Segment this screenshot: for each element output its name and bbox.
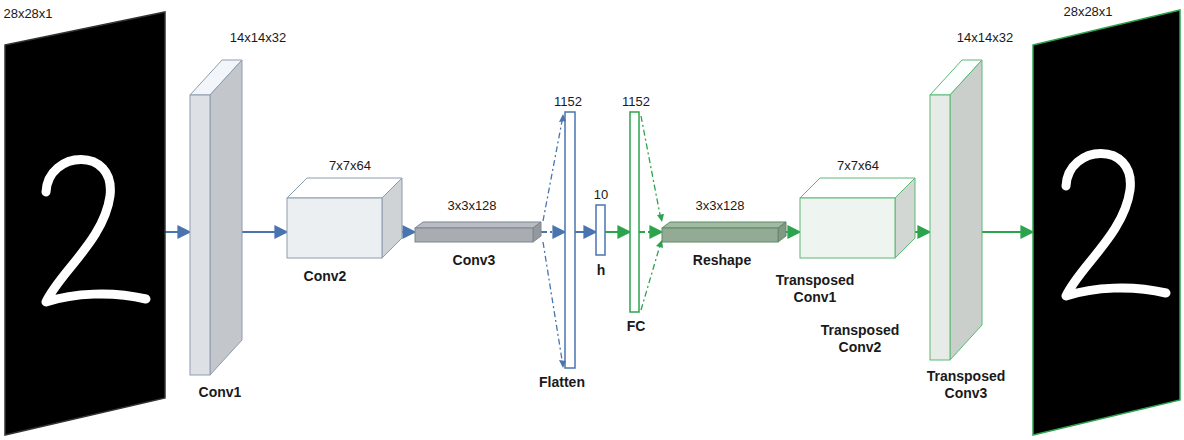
dimension-label: 14x14x32 — [957, 30, 1013, 46]
feature-map: 7x7x64Conv2 — [287, 178, 402, 258]
fan-arrowhead — [657, 214, 664, 222]
flow-arrow — [165, 231, 190, 233]
node-outline — [190, 60, 242, 375]
feature-map: 14x14x32Conv1 — [190, 60, 242, 375]
layer-name: Conv3 — [453, 252, 496, 269]
box-front-face — [800, 198, 895, 258]
fan-line — [641, 116, 661, 220]
layer-name: FC — [627, 318, 646, 335]
vector-bar — [596, 205, 605, 255]
fan-line — [543, 242, 563, 366]
feature-map: 3x3x128Reshape — [662, 222, 786, 242]
image-plane — [5, 12, 165, 435]
latent-vector: 10h — [596, 205, 605, 255]
node-outline — [415, 222, 541, 242]
layer-name: h — [597, 262, 606, 279]
box-side-face — [382, 178, 402, 258]
node-outline — [1033, 10, 1180, 435]
dimension-label: 1152 — [622, 94, 650, 110]
box-top-face — [662, 222, 786, 228]
output-image: 28x28x1 — [1033, 10, 1180, 435]
box-front-face — [930, 95, 950, 360]
node-outline — [5, 12, 165, 435]
node-outline — [662, 222, 786, 242]
vector-bar — [565, 112, 575, 368]
fan-line — [543, 116, 563, 221]
dimension-label: 28x28x1 — [3, 6, 52, 22]
flow-arrow — [786, 231, 800, 233]
box-front-face — [190, 95, 210, 375]
node-outline — [800, 178, 915, 258]
dimension-label: 3x3x128 — [695, 198, 744, 214]
layer-name: Transposed Conv2 — [808, 322, 912, 356]
flow-arrow — [541, 231, 565, 233]
flow-arrow — [605, 231, 630, 233]
box-top-face — [415, 222, 541, 228]
fan-arrowhead — [559, 114, 566, 122]
dimension-label: 10 — [594, 187, 608, 203]
layer-name: Conv1 — [199, 384, 242, 401]
dimension-label: 28x28x1 — [1063, 4, 1112, 20]
flow-arrow — [575, 231, 596, 233]
dimension-label: 1152 — [554, 94, 582, 110]
output-digit — [1066, 154, 1166, 297]
flatten-vector: 1152Flatten — [565, 112, 575, 368]
flow-arrow — [402, 231, 415, 233]
input-image: 28x28x1 — [5, 12, 165, 435]
flow-arrow — [242, 231, 287, 233]
image-plane — [1033, 10, 1180, 435]
layer-name: Flatten — [539, 374, 585, 391]
flow-arrow — [982, 231, 1033, 233]
fan-line — [641, 242, 661, 310]
dimension-label: 3x3x128 — [447, 198, 496, 214]
box-front-face — [287, 198, 382, 258]
node-outline — [630, 112, 639, 312]
box-side-face — [895, 178, 915, 258]
feature-map: 14x14x32Transposed Conv3 — [930, 60, 982, 360]
node-outline — [565, 112, 575, 368]
layer-name: Conv2 — [304, 268, 347, 285]
node-outline — [930, 60, 982, 360]
flow-arrow — [915, 231, 930, 233]
fc-vector: 1152FC — [630, 112, 639, 312]
fan-arrowhead — [656, 240, 663, 248]
box-side-face — [533, 222, 541, 242]
box-side-face — [950, 60, 982, 360]
dimension-label: 14x14x32 — [230, 30, 286, 46]
box-side-face — [778, 222, 786, 242]
layer-name: Reshape — [693, 252, 751, 269]
dimension-label: 7x7x64 — [837, 158, 879, 174]
feature-map: 7x7x64Transposed Conv1 — [800, 178, 915, 258]
node-outline — [287, 178, 402, 258]
vector-bar — [630, 112, 639, 312]
feature-map: 3x3x128Conv3 — [415, 222, 541, 242]
box-front-face — [662, 228, 778, 242]
box-side-face — [210, 60, 242, 375]
layer-name: Transposed Conv1 — [763, 272, 867, 306]
dimension-label: 7x7x64 — [329, 158, 371, 174]
fan-arrowhead — [559, 360, 566, 368]
box-front-face — [415, 228, 533, 242]
node-outline — [596, 205, 605, 255]
flow-arrow — [639, 231, 662, 233]
layer-name: Transposed Conv3 — [914, 368, 1018, 402]
input-digit — [46, 160, 146, 303]
